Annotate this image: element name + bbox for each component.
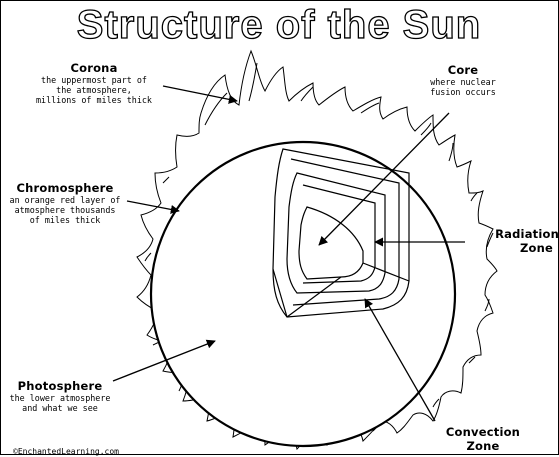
core-label: Core where nuclear fusion occurs: [403, 63, 523, 97]
photosphere-desc-1: the lower atmosphere: [7, 393, 113, 403]
radiation-zone-label: Radiation Zone: [465, 227, 559, 255]
chromosphere-desc-3: of miles thick: [1, 215, 129, 225]
convection-zone-name-1: Convection: [433, 425, 533, 439]
core-desc-1: where nuclear: [403, 77, 523, 87]
photosphere-desc-2: and what we see: [7, 403, 113, 413]
chromosphere-pointer: [127, 201, 179, 211]
corona-desc-2: the atmosphere,: [19, 85, 169, 95]
chromosphere-label: Chromosphere an orange red layer of atmo…: [1, 181, 129, 225]
convection-zone-label: Convection Zone: [433, 425, 533, 453]
diagram-title: Structure of the Sun: [69, 3, 489, 47]
core-desc-2: fusion occurs: [403, 87, 523, 97]
corona-desc-3: millions of miles thick: [19, 95, 169, 105]
photosphere-label: Photosphere the lower atmosphere and wha…: [7, 379, 113, 413]
convection-zone-name-2: Zone: [433, 439, 533, 453]
corona-desc-1: the uppermost part of: [19, 75, 169, 85]
chromosphere-desc-1: an orange red layer of: [1, 195, 129, 205]
core-name: Core: [403, 63, 523, 77]
corona-label: Corona the uppermost part of the atmosph…: [19, 61, 169, 105]
photosphere-name: Photosphere: [7, 379, 113, 393]
radiation-zone-name-2: Zone: [465, 241, 559, 255]
corona-name: Corona: [19, 61, 169, 75]
chromosphere-name: Chromosphere: [1, 181, 129, 195]
radiation-zone-name-1: Radiation: [465, 227, 559, 241]
chromosphere-desc-2: atmosphere thousands: [1, 205, 129, 215]
copyright-text: ©EnchantedLearning.com: [13, 447, 153, 457]
